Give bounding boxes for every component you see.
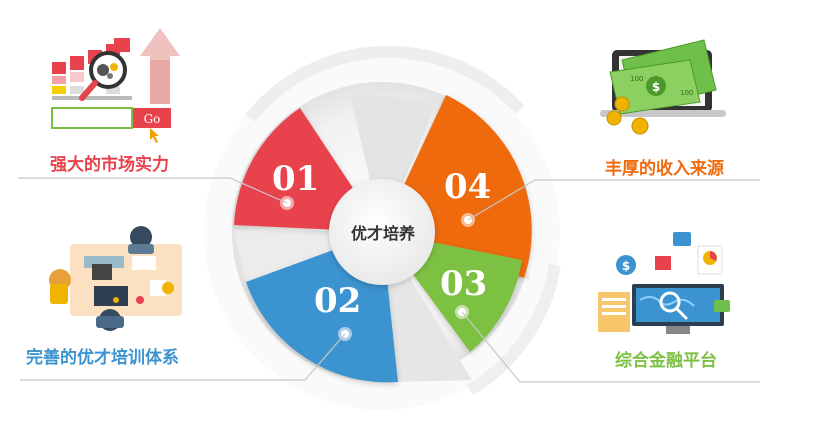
label-talent-training-system: 完善的优才培训体系	[26, 348, 179, 368]
leader-line-04	[467, 179, 760, 221]
finance-illustration: $	[598, 232, 730, 334]
dollar-icon: $	[652, 80, 660, 94]
market-illustration: Go	[51, 28, 180, 143]
halo-arc-right	[466, 264, 561, 396]
center-circle	[329, 179, 435, 285]
leader-line-01	[18, 177, 288, 204]
segment-01-number: 01	[272, 159, 319, 199]
bill-value-1: 100	[630, 75, 643, 83]
dollar-coin-icon	[616, 255, 636, 275]
leader-line-03	[461, 311, 760, 383]
dollar-icon: $	[622, 259, 630, 273]
hand-cursor-icon	[150, 128, 159, 143]
label-market-strength: 强大的市场实力	[50, 155, 169, 175]
segment-03-number: 03	[440, 264, 487, 304]
label-income-sources: 丰厚的收入来源	[605, 159, 724, 179]
leader-line-02	[20, 333, 346, 381]
team-meeting-illustration	[49, 226, 182, 331]
card-icon	[714, 300, 730, 312]
bill-value-2: 100	[680, 89, 693, 97]
go-button	[133, 108, 171, 128]
briefcase-icon	[673, 232, 691, 246]
gray-wedge-top	[350, 94, 438, 232]
market-search-field	[51, 107, 133, 129]
center-label: 优才培养	[350, 224, 415, 243]
segment-04-number: 04	[444, 167, 491, 207]
label-finance-platform: 综合金融平台	[615, 351, 717, 371]
halo-arc-top	[245, 45, 525, 122]
go-button-label: Go	[144, 112, 161, 126]
segment-02-number: 02	[314, 281, 361, 321]
income-illustration: $ $ 100 100	[600, 39, 726, 135]
store-icon	[655, 256, 671, 270]
